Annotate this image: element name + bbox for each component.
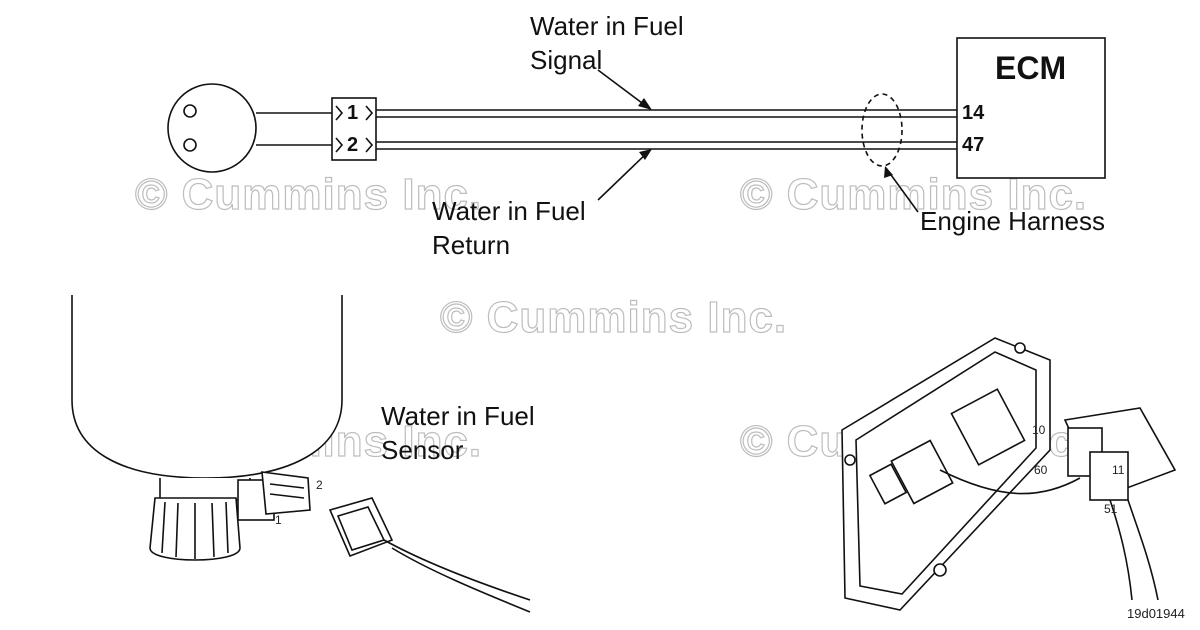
sensor-label-line2: Sensor (381, 435, 464, 465)
signal-label-line2: Signal (530, 45, 603, 75)
ecm-pin-60: 60 (1034, 463, 1048, 477)
ecm-pin-11: 11 (1112, 463, 1125, 477)
engine-harness-marker (861, 93, 903, 167)
connector-pin-1: 1 (347, 102, 359, 124)
ecm-pin-14: 14 (962, 102, 985, 124)
signal-label-line1: Water in Fuel (530, 11, 684, 41)
ecm-pin-47: 47 (962, 134, 985, 156)
figure-id: 19d01944 (1127, 606, 1185, 621)
harness-label: Engine Harness (920, 206, 1105, 236)
sensor-pin-1: 1 (275, 513, 282, 527)
watermark: © Cummins Inc. (439, 292, 788, 342)
ecm-pin-10: 10 (1032, 423, 1046, 437)
return-label-line2: Return (432, 230, 511, 260)
ecm-pin-51: 51 (1104, 502, 1118, 516)
sensor-pin-2: 2 (316, 478, 323, 492)
sensor-label-line1: Water in Fuel (381, 401, 535, 431)
sensor-symbol (167, 83, 257, 173)
ecm-title: ECM (995, 50, 1067, 86)
connector-pin-2: 2 (347, 134, 359, 156)
return-label-line1: Water in Fuel (432, 196, 586, 226)
watermark: © Cummins Inc. (134, 169, 483, 219)
ecm-box (956, 37, 1106, 179)
